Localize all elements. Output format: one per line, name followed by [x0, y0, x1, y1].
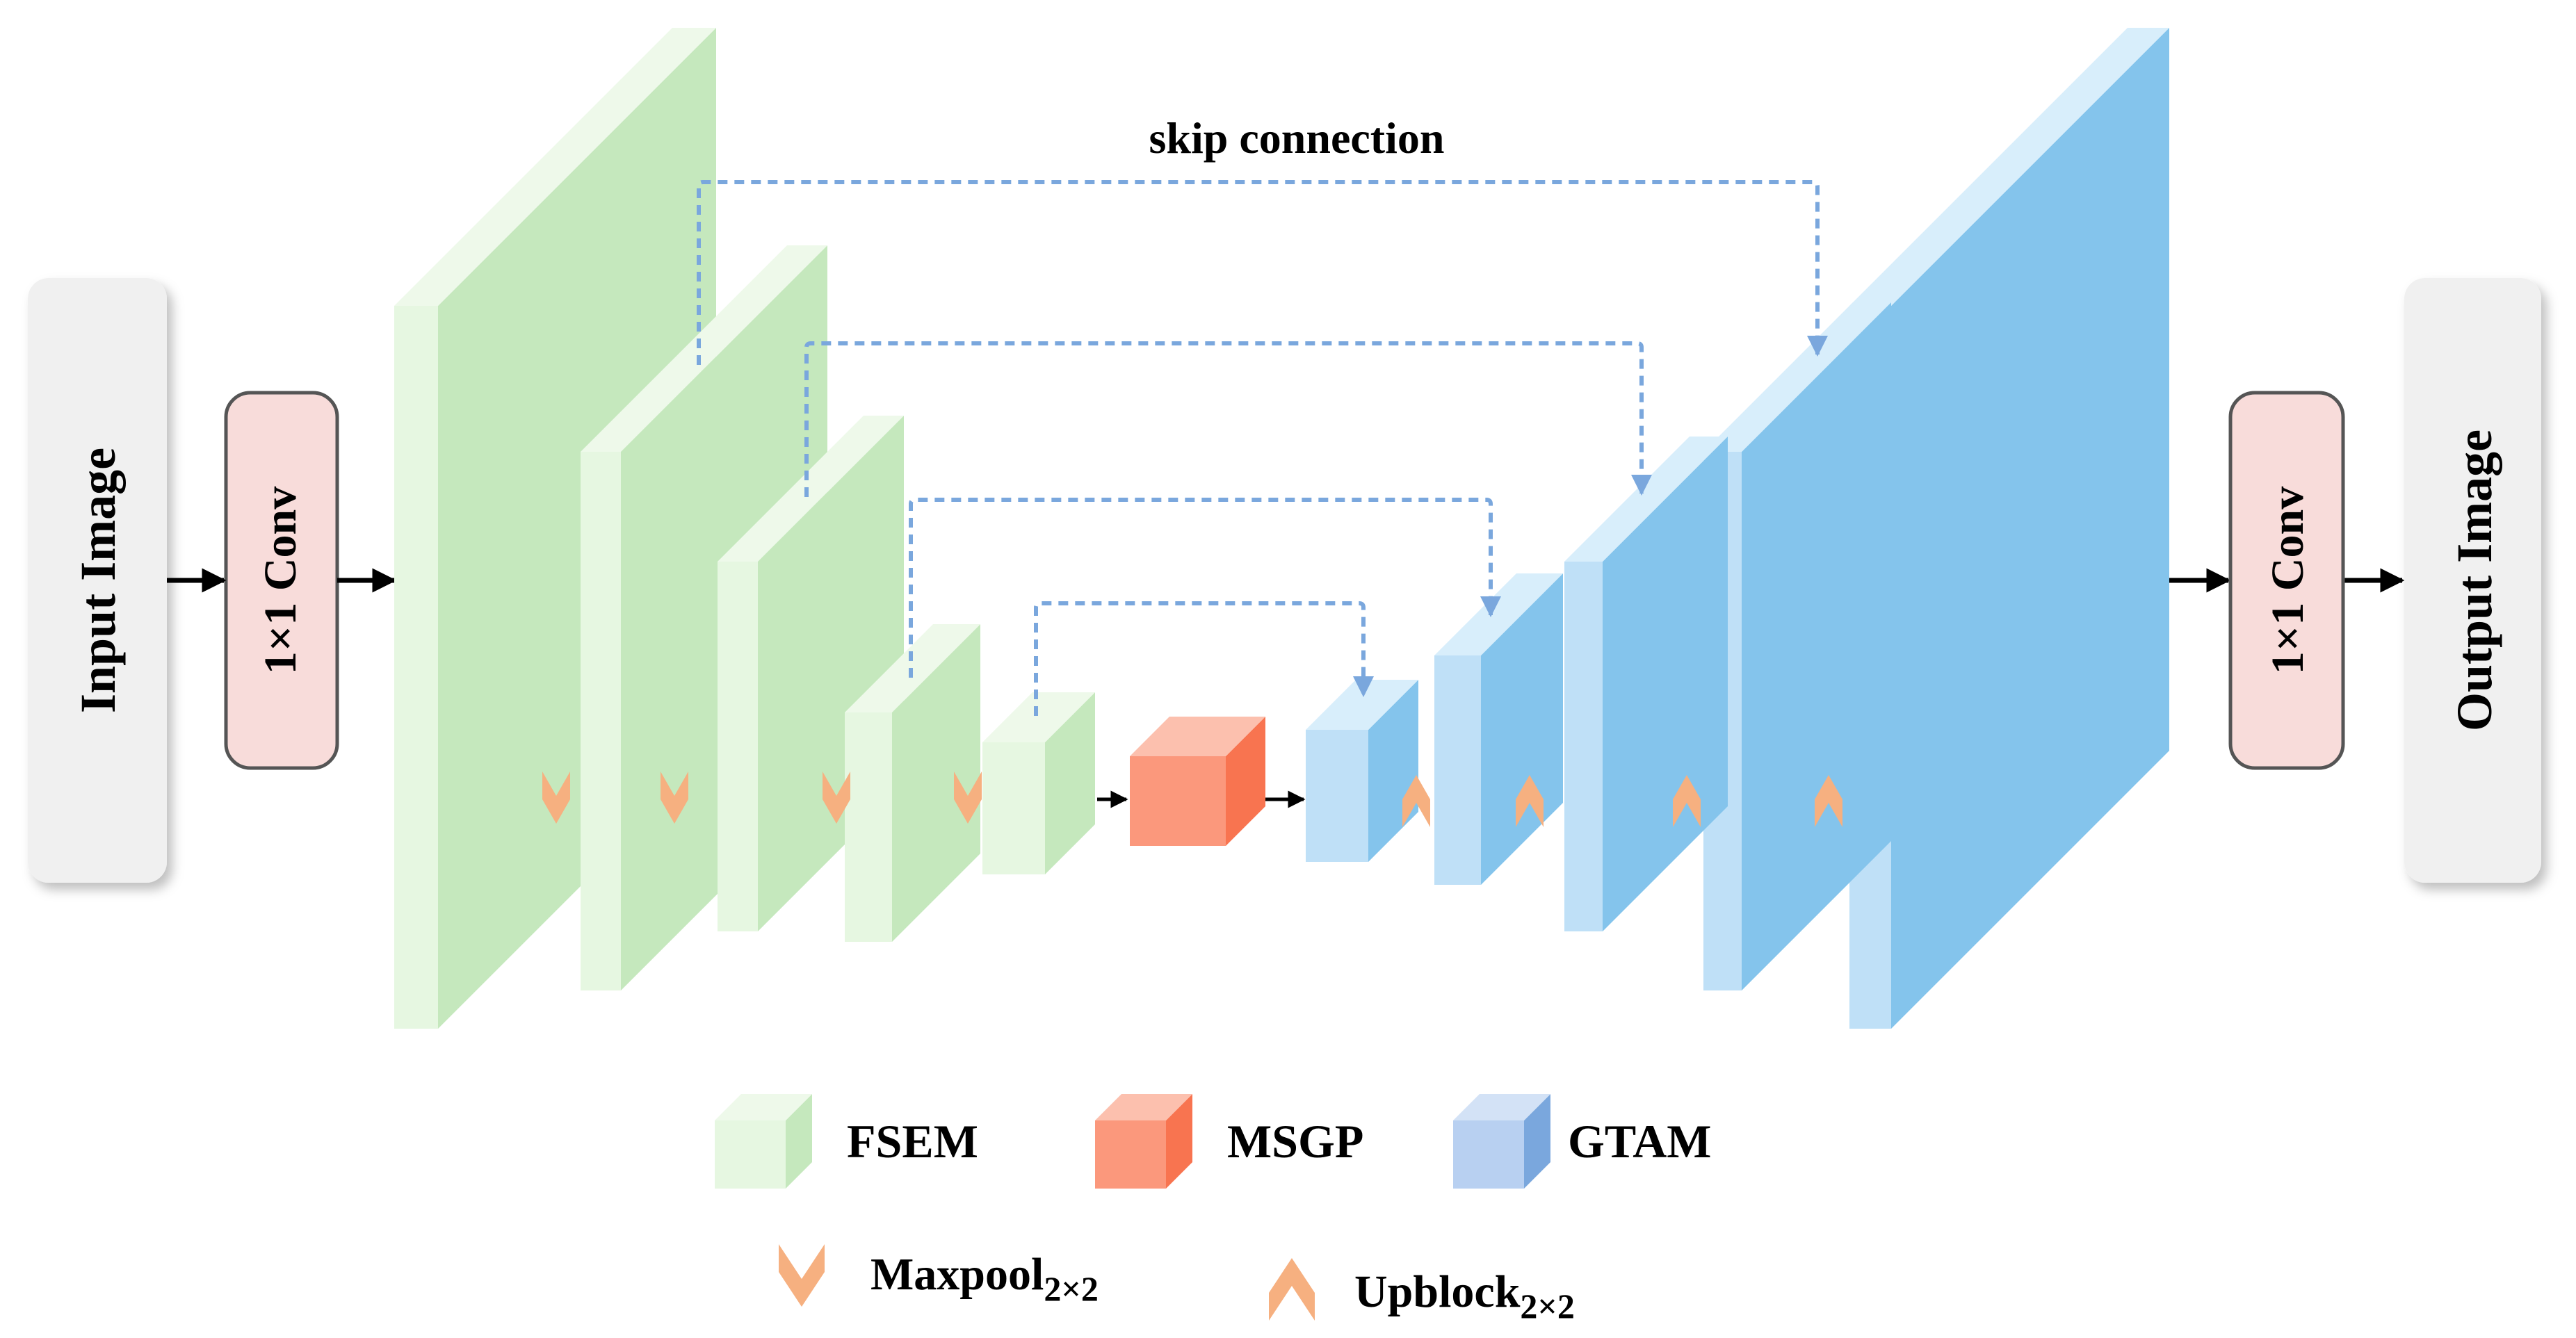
upblock-icon	[1402, 775, 1430, 827]
skip-connection-1	[697, 180, 1828, 365]
legend-msgp-label: MSGP	[1227, 1115, 1363, 1168]
conv-out-label: 1×1 Conv	[2262, 487, 2313, 674]
legend-maxpool-label: Maxpool2×2	[870, 1249, 1099, 1308]
input-image-block: Input Image	[28, 278, 167, 883]
maxpool-markers	[542, 772, 982, 824]
conv-in-block: 1×1 Conv	[224, 391, 339, 770]
skip-connections	[697, 180, 1828, 716]
fsem-block-5	[982, 692, 1095, 874]
input-image-label: Input Image	[70, 448, 126, 713]
maxpool-icon	[954, 772, 982, 824]
legend-gtam-label: GTAM	[1568, 1115, 1712, 1168]
legend-fsem-label: FSEM	[847, 1115, 978, 1168]
skip-connection-label: skip connection	[1149, 113, 1445, 163]
maxpool-icon	[661, 772, 688, 824]
output-image-label: Output Image	[2447, 430, 2502, 731]
upblock-icon	[1673, 775, 1701, 827]
legend-maxpool-subscript: 2×2	[1044, 1269, 1099, 1308]
legend-msgp-swatch	[1095, 1094, 1192, 1189]
maxpool-icon	[823, 772, 850, 824]
upblock-markers	[1402, 775, 1842, 827]
gtam-block-1	[1306, 680, 1418, 862]
skip-connection-3	[909, 498, 1501, 678]
gtam-block-5	[1849, 28, 2169, 1029]
msgp-block	[1130, 717, 1265, 846]
maxpool-icon	[542, 772, 570, 824]
conv-out-block: 1×1 Conv	[2228, 391, 2345, 770]
upblock-icon	[1516, 775, 1544, 827]
upblock-icon	[1815, 775, 1842, 827]
skip-connection-4	[1034, 601, 1374, 716]
legend-upblock-icon	[1269, 1258, 1315, 1321]
output-image-block: Output Image	[2404, 278, 2541, 883]
legend: FSEM MSGP GTAM Maxpool2×2 Upblock2×2	[715, 1094, 1712, 1325]
legend-fsem-swatch	[715, 1094, 812, 1189]
gtam-block-2	[1434, 573, 1563, 885]
gtam-block-3	[1564, 437, 1728, 931]
legend-upblock-subscript: 2×2	[1520, 1287, 1575, 1325]
legend-upblock-label: Upblock2×2	[1354, 1266, 1575, 1325]
conv-in-label: 1×1 Conv	[255, 487, 306, 674]
legend-maxpool-icon	[779, 1244, 825, 1307]
legend-gtam-swatch	[1453, 1094, 1550, 1189]
skip-connection-2	[804, 341, 1652, 497]
